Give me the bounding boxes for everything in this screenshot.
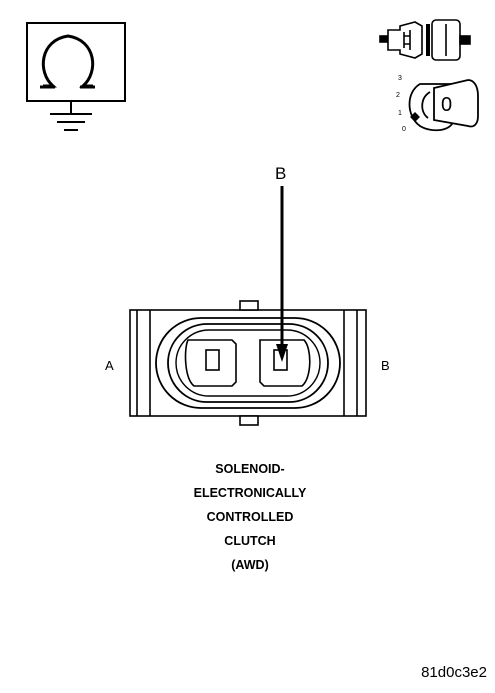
caption-line: (AWD) bbox=[231, 558, 269, 572]
connector-side-a-label: A bbox=[105, 358, 114, 373]
connector-body bbox=[129, 300, 367, 426]
ignition-key-position: 0 bbox=[441, 94, 453, 116]
disconnected-connector-icon bbox=[379, 19, 471, 61]
pin-b-callout-arrow bbox=[276, 186, 288, 362]
ignition-position-label: 0 bbox=[402, 126, 406, 133]
caption-line: CONTROLLED bbox=[206, 510, 294, 524]
caption-line: CLUTCH bbox=[224, 534, 276, 548]
ignition-position-label: 1 bbox=[398, 110, 402, 117]
terminal-a bbox=[205, 349, 220, 371]
caption-line: ELECTRONICALLY bbox=[193, 486, 307, 500]
caption-line: SOLENOID- bbox=[215, 462, 285, 476]
connector-side-b-label: B bbox=[381, 358, 390, 373]
component-caption: SOLENOID- ELECTRONICALLY CONTROLLED CLUT… bbox=[150, 457, 350, 577]
ohmmeter-ground-icon bbox=[26, 22, 126, 131]
ignition-position-label: 3 bbox=[398, 75, 402, 82]
pin-callout-label: B bbox=[275, 164, 287, 183]
figure-reference-code: 81d0c3e2 bbox=[421, 664, 487, 681]
ignition-key-off-icon bbox=[408, 79, 479, 132]
ignition-position-label: 2 bbox=[396, 92, 400, 99]
